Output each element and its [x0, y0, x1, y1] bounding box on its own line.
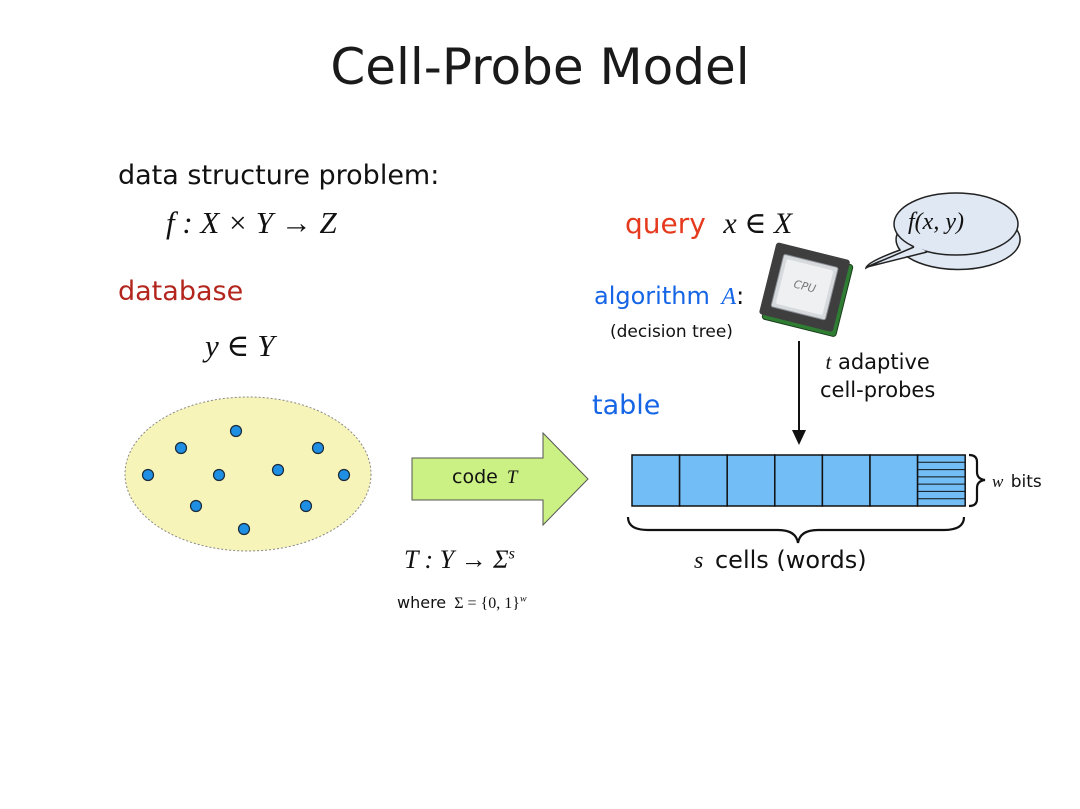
table-label: table [592, 390, 661, 421]
table-cell [774, 454, 824, 507]
query-group: query x ∈ X [625, 206, 792, 241]
probe-label: t adaptive cell-probes [820, 348, 935, 404]
cells-text: cells (words) [714, 546, 867, 574]
cells-s: s [694, 548, 704, 574]
algorithm-colon: : [736, 282, 745, 310]
probe-t: t [825, 350, 832, 374]
sigma-sup: w [519, 593, 527, 605]
memory-table [631, 454, 966, 507]
mapping-formula-prefix: T : Y → Σ [404, 545, 509, 574]
data-point [229, 424, 243, 438]
sigma-def: Σ = {0, 1} [454, 595, 520, 612]
data-point [311, 441, 325, 455]
data-point [174, 441, 188, 455]
where-word: where [397, 593, 447, 612]
code-label: code T [452, 466, 517, 489]
table-cell [916, 454, 966, 507]
data-point [299, 499, 313, 513]
mapping-formula: T : Y → Σs [404, 545, 515, 575]
bits-label: w bits [992, 472, 1042, 492]
algorithm-word: algorithm [594, 282, 710, 310]
problem-formula: f : X × Y → Z [166, 205, 337, 240]
answer-text: f(x, y) [908, 209, 964, 235]
data-point [237, 522, 251, 536]
query-label: query [625, 207, 706, 240]
data-point [189, 499, 203, 513]
probe-line1: adaptive [837, 350, 930, 374]
cpu-chip-text: CPU [792, 278, 817, 296]
data-point [337, 468, 351, 482]
table-cell [631, 454, 681, 507]
database-formula: y ∈ Y [205, 328, 275, 363]
decision-tree-note: (decision tree) [610, 322, 733, 342]
query-formula: x ∈ X [723, 207, 793, 240]
database-points [141, 424, 351, 536]
probe-arrow-head [792, 430, 806, 445]
data-point [271, 463, 285, 477]
code-word: code [452, 466, 498, 488]
cpu-chip-icon: CPU [759, 242, 854, 337]
data-point [212, 468, 226, 482]
code-name: T [506, 467, 518, 488]
table-cell [726, 454, 776, 507]
bits-text: bits [1010, 472, 1042, 492]
table-cell [821, 454, 871, 507]
data-point [141, 468, 155, 482]
algorithm-label: algorithm A: [594, 282, 744, 311]
database-blob [124, 396, 372, 552]
mapping-formula-sup: s [508, 545, 515, 563]
w-bits-brace [968, 453, 986, 508]
probe-line2: cell-probes [820, 378, 936, 402]
problem-label: data structure problem: [118, 160, 440, 191]
cells-label: s cells (words) [694, 546, 867, 575]
algorithm-name: A [721, 284, 737, 310]
database-label: database [118, 276, 244, 307]
page-title: Cell-Probe Model [330, 38, 750, 96]
bits-w: w [992, 472, 1004, 491]
answer-bubble-body [893, 192, 1019, 256]
s-cells-brace [626, 516, 966, 544]
code-arrow [411, 431, 589, 527]
table-cell [869, 454, 919, 507]
sigma-definition: where Σ = {0, 1}w [397, 593, 527, 613]
table-cell [678, 454, 728, 507]
